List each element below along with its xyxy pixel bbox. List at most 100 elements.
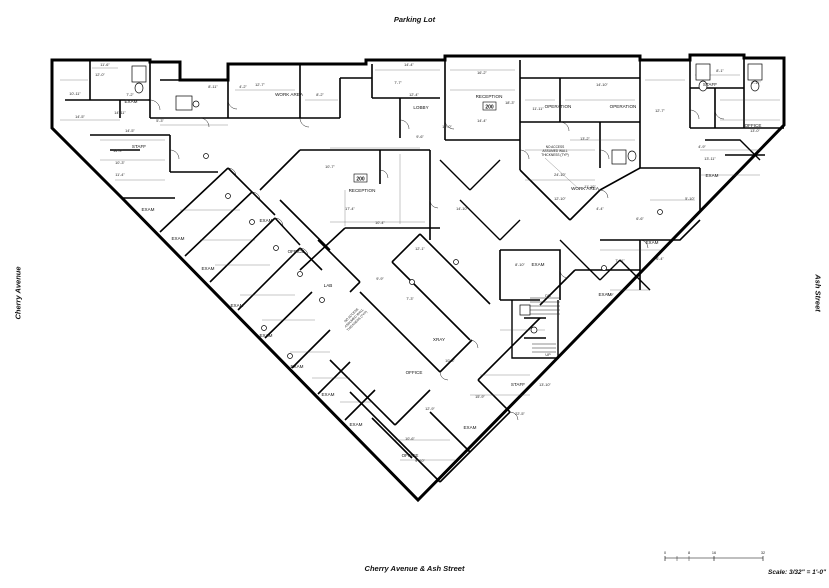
dimension-label: 7'-9" bbox=[606, 293, 614, 297]
room-label-exam: EXAM bbox=[124, 99, 137, 104]
dimension-labels: 12'-0" 11'-6" 7'-2" 10'-11" 14'-5" 14'-5" 12'-… bbox=[69, 63, 761, 463]
room-label-exam: EXAM bbox=[531, 262, 544, 267]
dimension-label: 7'-7" bbox=[394, 81, 402, 85]
dimension-label: 4'-9" bbox=[698, 145, 706, 149]
suite-number-box bbox=[482, 101, 497, 111]
dimension-label: 13'-11" bbox=[704, 157, 716, 161]
parking-lot-label: Parking Lot bbox=[393, 15, 436, 24]
dimension-label: 6'-6" bbox=[636, 217, 644, 221]
room-label-xray: XRAY bbox=[433, 337, 445, 342]
dimension-label: 10'-0" bbox=[442, 125, 452, 129]
dimension-label: 4'-2" bbox=[239, 85, 247, 89]
room-label-reception: RECEPTION bbox=[476, 94, 503, 99]
room-labels: EXAM STAFF WORK AREA LOBBY RECEPTION OPE… bbox=[124, 82, 761, 458]
dimension-label: 14'-10" bbox=[456, 207, 468, 211]
dimension-label: 13'-0" bbox=[750, 129, 760, 133]
dimension-label: 4'-4" bbox=[596, 207, 604, 211]
room-label-lobby: LOBBY bbox=[413, 105, 428, 110]
dimension-label: 14'-11" bbox=[114, 111, 126, 115]
room-label-lab: LAB bbox=[324, 283, 333, 288]
room-label-reception: RECEPTION bbox=[349, 188, 376, 193]
dimension-label: 12'-7" bbox=[255, 83, 265, 87]
room-label-exam: EXAM bbox=[201, 266, 214, 271]
room-label-office: OFFICE bbox=[402, 453, 419, 458]
room-label-exam: EXAM bbox=[598, 292, 611, 297]
dimension-label: 11'-6" bbox=[100, 63, 110, 67]
room-label-exam: EXAM bbox=[349, 422, 362, 427]
scale-bar: 0 8 16 32 bbox=[664, 551, 765, 561]
scale-tick-label: 16 bbox=[712, 551, 716, 555]
room-label-office: OFFICE bbox=[406, 370, 423, 375]
room-label-work-area: WORK AREA bbox=[571, 186, 600, 191]
room-label-exam: EXAM bbox=[230, 303, 243, 308]
dimension-label: 5'-10" bbox=[685, 197, 695, 201]
no-access-note: ASSUMED WALL bbox=[542, 149, 567, 153]
dimension-label: 13'-10" bbox=[539, 383, 551, 387]
dimension-label: 12'-4" bbox=[409, 93, 419, 97]
dimension-label: 11'-11" bbox=[532, 107, 544, 111]
dimension-label: 13'-2" bbox=[580, 137, 590, 141]
suite-number-box bbox=[353, 173, 368, 183]
room-label-exam: EXAM bbox=[259, 218, 272, 223]
dimension-label: 7'-11" bbox=[615, 259, 625, 263]
plumbing-fixtures bbox=[131, 63, 763, 359]
room-label-work-area: WORK AREA bbox=[275, 92, 304, 97]
room-label-exam: EXAM bbox=[141, 207, 154, 212]
room-label-exam: EXAM bbox=[321, 392, 334, 397]
room-notes: NO ACCESS ASSUMED WALL THICKNESS (TYP) N… bbox=[343, 145, 568, 332]
dimension-label: 16'-2" bbox=[477, 71, 487, 75]
exterior-walls bbox=[50, 53, 786, 503]
room-label-exam: EXAM bbox=[171, 236, 184, 241]
stair-label-dn: DN bbox=[545, 294, 551, 298]
dimension-label: 14'-4" bbox=[404, 63, 414, 67]
dimension-label: 14'-5" bbox=[75, 115, 85, 119]
dimension-label: 10'-4" bbox=[375, 221, 385, 225]
dimension-label: 14'-10" bbox=[596, 83, 608, 87]
dimension-label: 9'-9" bbox=[376, 277, 384, 281]
scale-tick-label: 32 bbox=[761, 551, 765, 555]
room-label-operation: OPERATION bbox=[545, 104, 572, 109]
stair-label-up: UP bbox=[545, 353, 551, 357]
dimension-label: 9'-10" bbox=[415, 459, 425, 463]
dimension-label: 7'-3" bbox=[406, 297, 414, 301]
scale-label: Scale: 3/32" = 1'-0" bbox=[768, 569, 827, 576]
street-corner-label: Cherry Avenue & Ash Street bbox=[364, 564, 465, 573]
room-label-office: OFFICE bbox=[288, 249, 305, 254]
dimension-label: 12'-0" bbox=[95, 73, 105, 77]
dimension-label: 8'-2" bbox=[316, 93, 324, 97]
suite-number: 200 bbox=[485, 105, 494, 111]
dimension-label: 10'-11" bbox=[69, 92, 81, 96]
dimension-label: 12'-9" bbox=[425, 407, 435, 411]
dimension-label: 9'-6" bbox=[416, 135, 424, 139]
scale-tick-label: 0 bbox=[664, 551, 666, 555]
dimension-label: 11'-4" bbox=[115, 173, 125, 177]
room-label-exam: EXAM bbox=[463, 425, 476, 430]
dimension-label: 10'-7" bbox=[325, 165, 335, 169]
dimension-label: 14'-5" bbox=[125, 129, 135, 133]
dimension-label: 15'-9" bbox=[475, 395, 485, 399]
room-label-operation: OPERATION bbox=[610, 104, 637, 109]
room-label-exam: EXAM bbox=[645, 240, 658, 245]
room-label-exam: EXAM bbox=[259, 333, 272, 338]
stairs bbox=[530, 297, 560, 353]
room-label-office: OFFICE bbox=[745, 123, 762, 128]
dimension-label: 14'-9" bbox=[113, 149, 123, 153]
dimension-label: 12'-1" bbox=[415, 247, 425, 251]
dimension-label: 10'-6" bbox=[405, 437, 415, 441]
no-access-note: THICKNESS (TYP) bbox=[541, 153, 568, 157]
suite-numbers: 200 200 bbox=[353, 101, 497, 183]
dimension-label: 12'-10" bbox=[554, 197, 566, 201]
room-label-staff: STAFF bbox=[703, 82, 717, 87]
dimension-label: 8'-1" bbox=[716, 69, 724, 73]
dimension-label: 11'-10" bbox=[584, 185, 596, 189]
dimension-label: 8'-10" bbox=[515, 263, 525, 267]
dimension-label: 6'-4" bbox=[656, 257, 664, 261]
dimension-label: 7'-2" bbox=[126, 93, 134, 97]
dimension-label: 8'-11" bbox=[208, 85, 218, 89]
dimension-label: 9'-11" bbox=[751, 81, 761, 85]
scale-tick-label: 8 bbox=[688, 551, 690, 555]
no-access-note: NO ACCESS bbox=[546, 145, 565, 149]
room-label-exam: EXAM bbox=[705, 173, 718, 178]
